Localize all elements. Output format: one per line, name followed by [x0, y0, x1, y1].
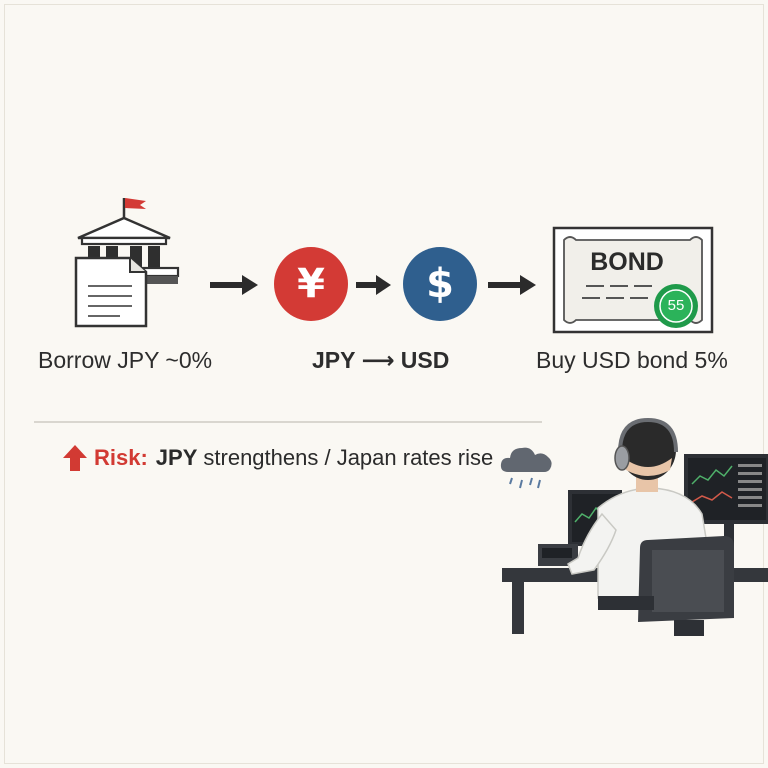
risk-label: Risk: [94, 445, 148, 471]
yen-coin-icon: ¥ [274, 247, 348, 321]
bond-certificate-icon: BOND 55 [552, 226, 714, 334]
flow-arrow-2 [356, 274, 392, 296]
frame-border [4, 4, 764, 764]
flow-arrow-3 [488, 274, 538, 296]
bond-seal-label: 55 [660, 297, 692, 314]
flow-arrow-1 [210, 274, 260, 296]
bond-frame [552, 226, 714, 334]
document-icon [72, 254, 152, 330]
risk-subject: JPY [156, 445, 198, 471]
dollar-coin-icon: $ [403, 247, 477, 321]
divider [34, 421, 542, 423]
step2-label: JPY ⟶ USD [312, 347, 449, 374]
trader-at-desk-illustration [502, 418, 768, 636]
step1-label: Borrow JPY ~0% [38, 347, 212, 374]
up-arrow-icon [62, 444, 88, 472]
risk-statement: Risk: JPY strengthens / Japan rates rise [62, 444, 493, 472]
step3-label: Buy USD bond 5% [536, 347, 728, 374]
bond-title: BOND [552, 248, 702, 277]
risk-text: strengthens / Japan rates rise [203, 445, 493, 471]
